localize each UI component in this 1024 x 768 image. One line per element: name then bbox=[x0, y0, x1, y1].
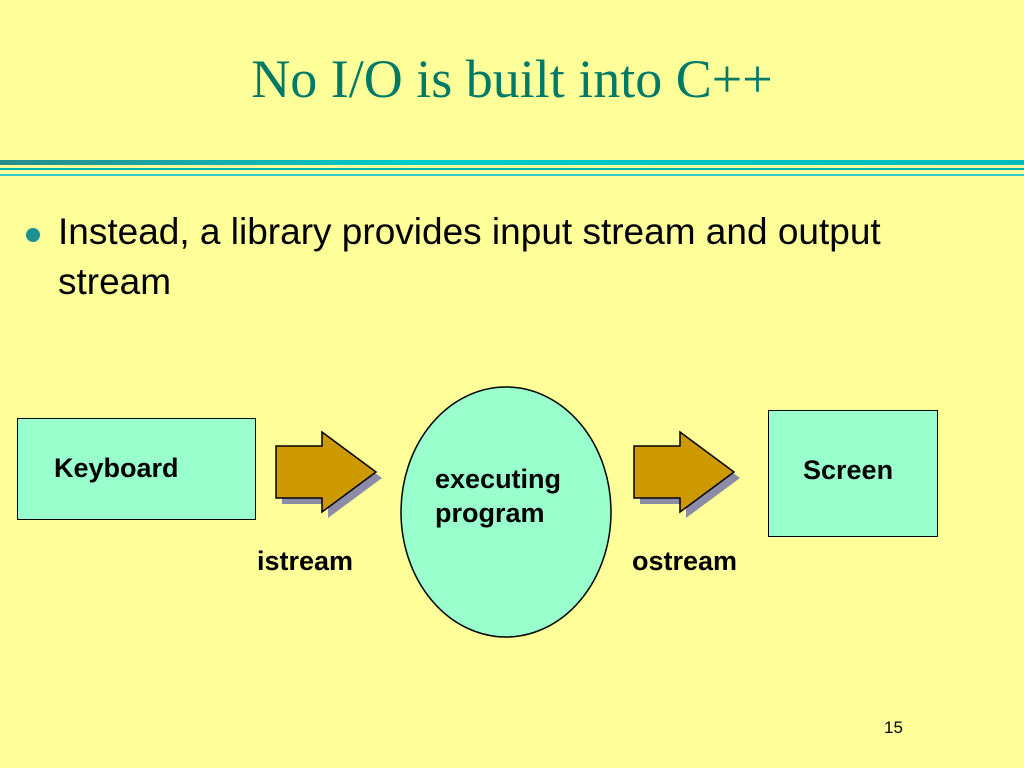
ostream-arrow-body bbox=[633, 430, 736, 514]
screen-box: Screen bbox=[768, 410, 938, 537]
istream-arrow-icon bbox=[275, 430, 382, 518]
bullet-text: Instead, a library provides input stream… bbox=[58, 211, 881, 302]
program-label-line2: program bbox=[435, 498, 545, 528]
keyboard-box: Keyboard bbox=[17, 418, 256, 520]
istream-label: istream bbox=[257, 546, 354, 576]
ostream-label: ostream bbox=[632, 546, 738, 576]
program-oval bbox=[400, 386, 612, 638]
title-rule-thin-2 bbox=[0, 174, 1024, 176]
title-rule-thick bbox=[0, 160, 1024, 165]
program-label: executing program bbox=[435, 462, 615, 530]
ostream-arrow-icon bbox=[633, 430, 740, 518]
screen-label: Screen bbox=[803, 455, 894, 485]
slide-title: No I/O is built into C++ bbox=[251, 49, 773, 109]
program-label-line1: executing bbox=[435, 464, 562, 494]
title-rule-thin bbox=[0, 168, 1024, 170]
bullet-dot-icon bbox=[26, 228, 40, 242]
istream-arrow-body bbox=[275, 430, 378, 514]
page-number: 15 bbox=[884, 718, 903, 737]
keyboard-label: Keyboard bbox=[54, 453, 179, 483]
